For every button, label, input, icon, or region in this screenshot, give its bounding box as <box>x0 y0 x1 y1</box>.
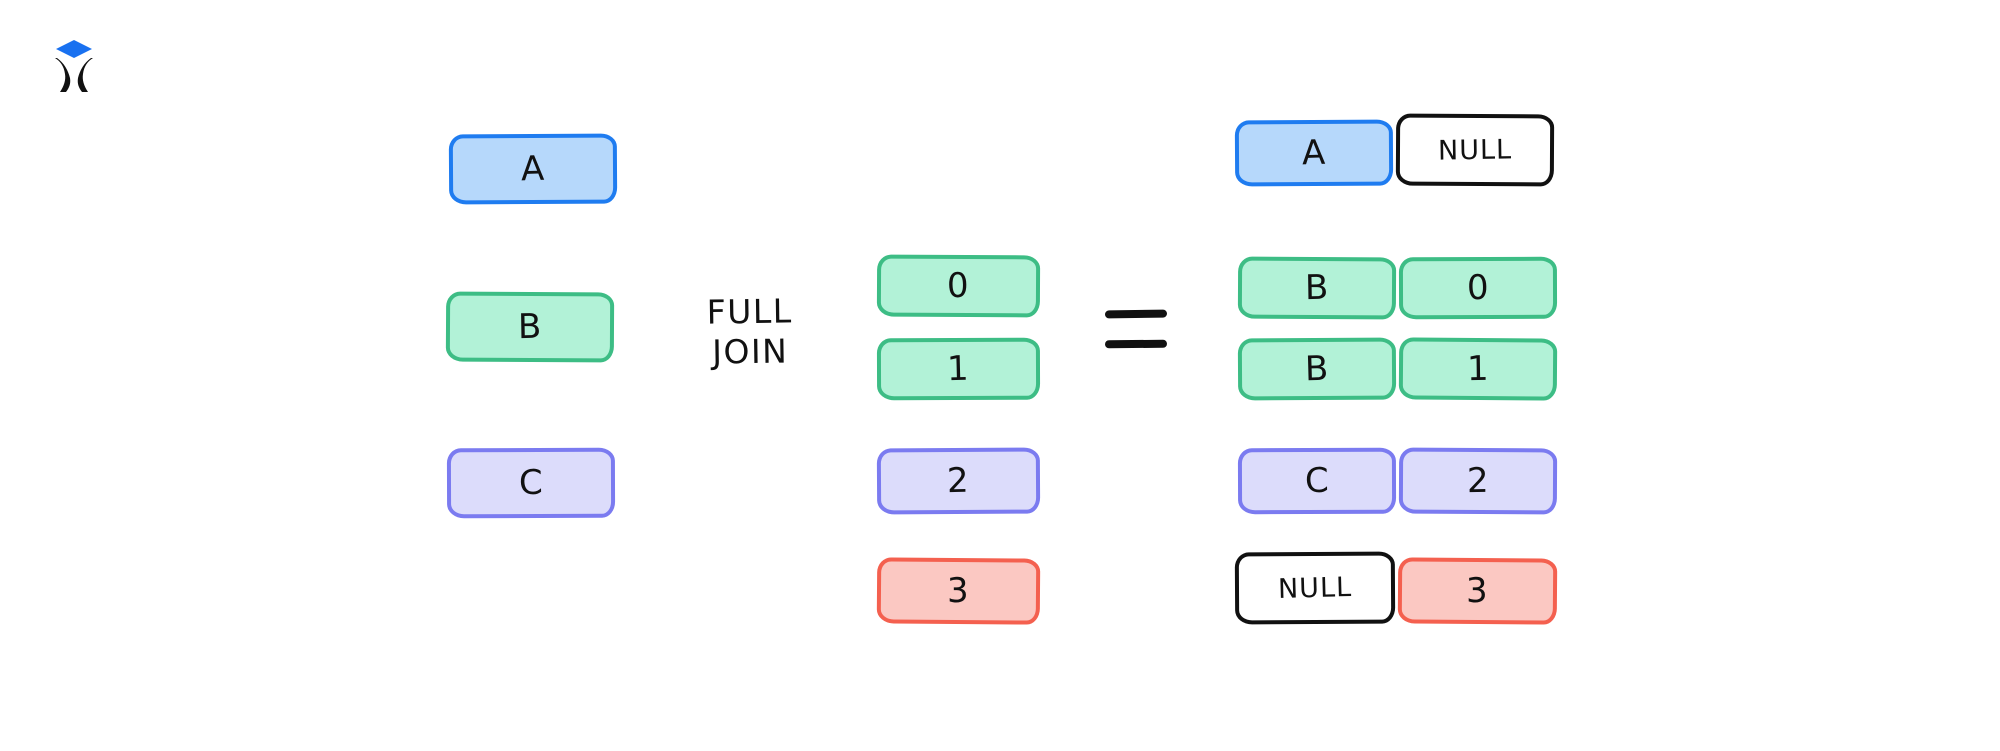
result-row-1-right-value: 0 <box>1466 267 1490 309</box>
result-row-3-right-cell[interactable]: 2 <box>1398 447 1558 515</box>
result-row-2-right-value: 1 <box>1466 348 1490 390</box>
right-row-0-value: 0 <box>947 265 970 307</box>
left-row-1-value: B <box>517 306 543 348</box>
left-row-2-cell[interactable]: C <box>446 447 616 519</box>
result-row-2-left-value: B <box>1304 348 1330 390</box>
result-row-2-right-cell[interactable]: 1 <box>1398 337 1558 401</box>
result-row-3-left-cell[interactable]: C <box>1237 447 1397 515</box>
result-row-0-right-cell[interactable]: NULL <box>1395 113 1555 187</box>
right-row-1-value: 1 <box>946 348 971 390</box>
left-row-0-value: A <box>520 148 546 190</box>
result-row-4-left-cell[interactable]: NULL <box>1234 551 1396 625</box>
right-row-2-cell[interactable]: 2 <box>876 447 1041 515</box>
result-row-3-right-value: 2 <box>1466 460 1490 502</box>
join-operator-label: FULL JOIN <box>689 291 810 373</box>
left-row-0-cell[interactable]: A <box>448 133 618 205</box>
left-row-2-value: C <box>518 462 544 504</box>
right-row-2-value: 2 <box>946 460 971 502</box>
result-row-0-left-value: A <box>1301 132 1327 174</box>
result-row-4-left-value: NULL <box>1277 571 1353 605</box>
app-logo <box>50 38 98 94</box>
result-row-0-left-cell[interactable]: A <box>1234 119 1394 187</box>
join-operator-line-1: FULL <box>706 291 793 332</box>
result-row-2-left-cell[interactable]: B <box>1237 337 1397 401</box>
right-row-3-value: 3 <box>947 570 970 612</box>
result-row-4-right-value: 3 <box>1466 570 1489 612</box>
right-row-1-cell[interactable]: 1 <box>876 337 1041 401</box>
result-row-4-right-cell[interactable]: 3 <box>1397 557 1558 625</box>
equals-bar-bottom <box>1104 339 1168 349</box>
right-row-3-cell[interactable]: 3 <box>876 557 1041 625</box>
result-row-3-left-value: C <box>1304 460 1330 502</box>
join-operator-line-2: JOIN <box>711 331 789 372</box>
result-row-1-left-value: B <box>1304 267 1330 309</box>
result-row-1-left-cell[interactable]: B <box>1237 256 1397 320</box>
right-row-0-cell[interactable]: 0 <box>876 254 1041 318</box>
result-row-1-right-cell[interactable]: 0 <box>1398 256 1558 320</box>
equals-bar-top <box>1104 309 1168 319</box>
left-row-1-cell[interactable]: B <box>445 291 615 363</box>
equals-operator <box>1104 300 1175 360</box>
result-row-0-right-value: NULL <box>1437 133 1513 167</box>
excalidraw-x-logo-icon <box>55 40 93 92</box>
